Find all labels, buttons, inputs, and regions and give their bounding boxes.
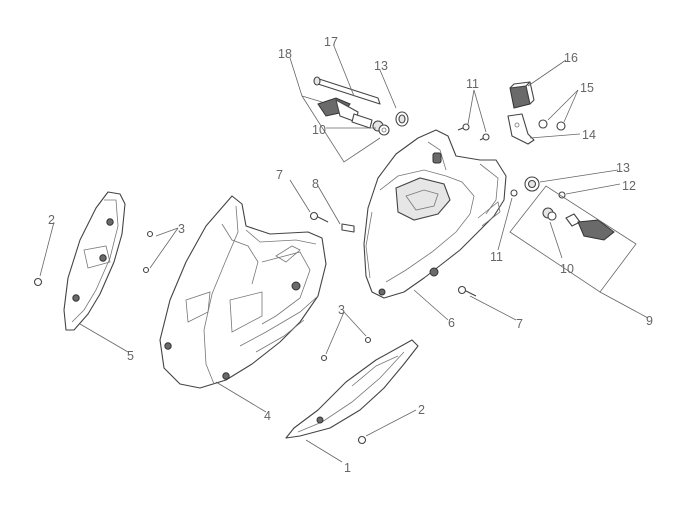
callout-10-right: 10	[560, 262, 574, 276]
callout-13-upper: 13	[374, 59, 388, 73]
callout-11-lower: 11	[490, 250, 503, 264]
callout-3-left: 3	[178, 222, 185, 236]
callout-5: 5	[127, 349, 134, 363]
bracket-screws-part	[538, 119, 566, 131]
clip-part	[341, 223, 355, 233]
callout-2-left: 2	[48, 213, 55, 227]
callout-1: 1	[344, 461, 351, 475]
lower-screw-part	[510, 189, 518, 197]
callout-16: 16	[564, 51, 578, 65]
leader-lines	[39, 45, 649, 463]
callout-13-lower: 13	[616, 161, 630, 175]
left-turn-indicator-assembly-part	[317, 97, 390, 136]
callout-3-right: 3	[338, 303, 345, 317]
callout-4: 4	[264, 409, 271, 423]
upper-grommet-part	[395, 111, 409, 127]
rod-part	[313, 76, 381, 105]
callout-7-right: 7	[516, 317, 523, 331]
callout-8: 8	[312, 177, 319, 191]
screws-2-part	[33, 277, 367, 445]
relay-part	[509, 81, 535, 109]
headlight-housing-part	[363, 129, 507, 299]
lower-grommet-part	[524, 176, 540, 192]
callout-9: 9	[646, 314, 653, 328]
left-screw-7-part	[309, 211, 329, 223]
callout-7-left: 7	[276, 168, 283, 182]
callout-11-upper: 11	[466, 77, 479, 91]
callout-17: 17	[324, 35, 338, 49]
right-turn-indicator-assembly-part	[542, 207, 615, 241]
right-screw-7-part	[457, 285, 477, 297]
callout-10-left: 10	[312, 123, 326, 137]
front-fairing-part	[159, 195, 327, 389]
callout-2-right: 2	[418, 403, 425, 417]
upper-screws-part	[457, 123, 490, 141]
callout-12: 12	[622, 179, 636, 193]
callout-6: 6	[448, 316, 455, 330]
callout-14: 14	[582, 128, 596, 142]
relay-bracket-part	[507, 113, 535, 145]
small-washer-part	[558, 191, 566, 199]
callout-numbers: 1 2 2 3 3 4 5 6 7 7 8 9 10 10 11 11 12 1…	[48, 35, 653, 475]
lower-side-panel-part	[285, 339, 419, 439]
left-side-panel-part	[63, 191, 126, 331]
callout-15: 15	[580, 81, 594, 95]
callout-18: 18	[278, 47, 292, 61]
screws-3-part	[142, 230, 372, 362]
